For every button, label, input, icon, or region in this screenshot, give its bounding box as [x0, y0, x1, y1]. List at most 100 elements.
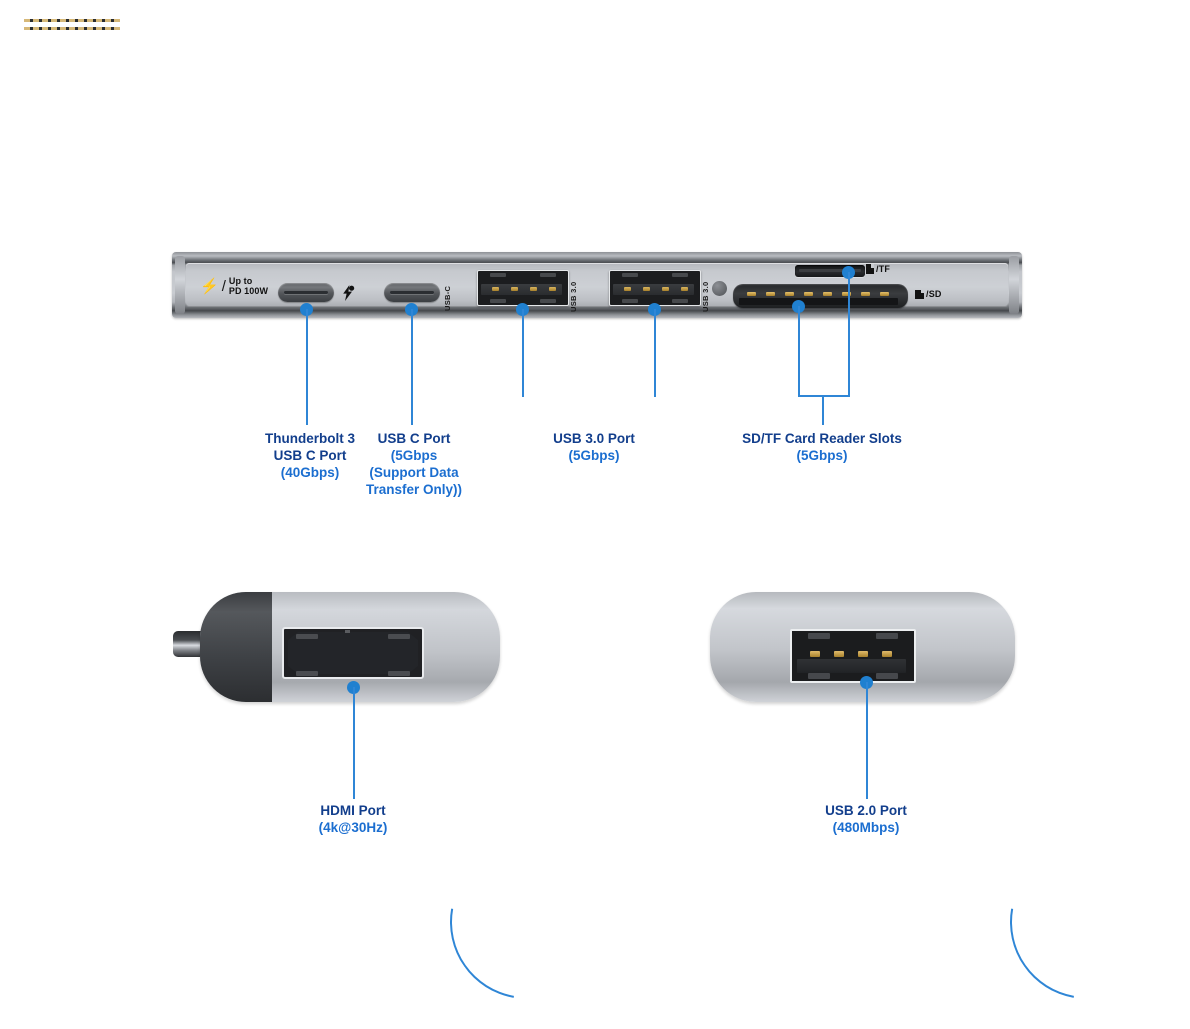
callout-bracket-sdtf: [798, 395, 850, 397]
usb-pin: [511, 287, 518, 291]
usb-clip: [876, 633, 898, 639]
usb-tongue: [613, 284, 694, 295]
usb-pin: [643, 287, 650, 291]
caption-spec: (5Gbps): [796, 448, 848, 463]
sd-pin: [880, 292, 889, 296]
sd-pin: [823, 292, 832, 296]
caption-title: USB C Port: [377, 431, 451, 446]
usb-clip: [808, 673, 830, 679]
sd-card-icon: [915, 290, 924, 299]
hdmi-cavity: [288, 632, 418, 674]
caption-spec: (5Gbps): [568, 448, 620, 463]
sd-slot-label: /SD: [926, 289, 942, 299]
callout-line-usb20: [866, 682, 868, 799]
caption-spec: (40Gbps): [280, 465, 340, 480]
hdmi-pin-row-bottom: [24, 27, 120, 30]
decorative-arc-right: [979, 814, 1190, 1029]
caption-spec2: (Support Data: [369, 465, 459, 480]
callout-line-tf: [848, 272, 850, 396]
caption-spec3: Transfer Only)): [365, 482, 463, 497]
hdmi-clip: [388, 634, 410, 639]
callout-line-sd: [798, 306, 800, 396]
callout-line-usb30-left: [522, 309, 524, 397]
port-usb20[interactable]: [790, 629, 916, 683]
sd-contact-bar: [739, 298, 898, 305]
pd-power-marking: ⚡ / Up to PD 100W: [200, 276, 269, 296]
usb-clip: [672, 273, 688, 277]
caption-title: HDMI Port: [320, 803, 386, 818]
pd-separator: /: [221, 278, 226, 295]
usb-clip: [490, 299, 506, 303]
hdmi-module-dark-section: [200, 592, 272, 702]
caption-line2: USB C Port: [273, 448, 347, 463]
usb30-left-marking: USB 3.0: [569, 281, 578, 312]
callout-line-usbc: [411, 309, 413, 425]
usb-pin: [530, 287, 537, 291]
usb-pin: [882, 651, 892, 657]
usb-clip: [876, 673, 898, 679]
usb-clip: [672, 299, 688, 303]
usb-clip: [808, 633, 830, 639]
usb-pin: [834, 651, 844, 657]
callout-line-usb30-right: [654, 309, 656, 397]
hdmi-pin-row-top: [24, 19, 120, 22]
pd-text: Up to PD 100W: [228, 276, 269, 296]
usb-tongue: [481, 284, 562, 295]
caption-usb30: USB 3.0 Port (5Gbps): [520, 430, 668, 464]
usb-clip: [622, 299, 638, 303]
lightning-bolt-icon: ⚡: [200, 278, 219, 295]
port-usb30-left[interactable]: [477, 270, 569, 306]
usb-pin: [858, 651, 868, 657]
usb30-right-marking: USB 3.0: [701, 281, 710, 312]
pd-line2: PD 100W: [228, 285, 269, 296]
usb-pin: [681, 287, 688, 291]
sd-pin: [785, 292, 794, 296]
caption-title: Thunderbolt 3: [265, 431, 355, 446]
caption-hdmi: HDMI Port (4k@30Hz): [279, 802, 427, 836]
bar-left-cap: [175, 256, 185, 314]
usb-clip: [490, 273, 506, 277]
thunderbolt-icon: [343, 285, 355, 301]
slot-sd-card[interactable]: [733, 284, 908, 308]
sd-pin: [842, 292, 851, 296]
usb-pin: [662, 287, 669, 291]
pd-line1: Up to: [228, 276, 253, 286]
callout-stem-sdtf: [822, 395, 824, 425]
usb-clip: [622, 273, 638, 277]
caption-usbc: USB C Port (5Gbps (Support Data Transfer…: [338, 430, 490, 498]
caption-title: USB 3.0 Port: [553, 431, 635, 446]
decorative-arc-left: [419, 814, 635, 1029]
hdmi-clip: [296, 634, 318, 639]
tf-slot-label: /TF: [876, 264, 891, 274]
port-usbc-data[interactable]: [384, 283, 440, 302]
caption-title: USB 2.0 Port: [825, 803, 907, 818]
caption-spec: (480Mbps): [832, 820, 900, 835]
caption-usb20: USB 2.0 Port (480Mbps): [792, 802, 940, 836]
hdmi-clip: [296, 671, 318, 676]
usb-clip: [540, 299, 556, 303]
sd-pin: [861, 292, 870, 296]
sd-pin: [804, 292, 813, 296]
usb-pin: [624, 287, 631, 291]
caption-sdtf: SD/TF Card Reader Slots (5Gbps): [712, 430, 932, 464]
usbc-port-marking: USB-C: [443, 285, 452, 311]
bar-right-cap: [1009, 256, 1019, 314]
usb-pin: [810, 651, 820, 657]
usb-pin: [492, 287, 499, 291]
hdmi-clip: [388, 671, 410, 676]
diagram-canvas: ⚡ / Up to PD 100W USB-C USB 3.0: [24, 19, 1190, 1029]
usb-tongue: [797, 659, 906, 673]
bar-indicator-dot: [712, 281, 727, 296]
sd-pin: [747, 292, 756, 296]
port-usb30-right[interactable]: [609, 270, 701, 306]
usb-clip: [540, 273, 556, 277]
caption-title: SD/TF Card Reader Slots: [742, 431, 902, 446]
port-thunderbolt3-usbc[interactable]: [278, 283, 334, 302]
caption-spec: (5Gbps: [390, 448, 438, 463]
sd-pin: [766, 292, 775, 296]
hdmi-notch: [345, 630, 350, 633]
caption-spec: (4k@30Hz): [318, 820, 388, 835]
port-hdmi[interactable]: [282, 627, 424, 679]
callout-line-thunderbolt3: [306, 309, 308, 425]
usb-pin: [549, 287, 556, 291]
